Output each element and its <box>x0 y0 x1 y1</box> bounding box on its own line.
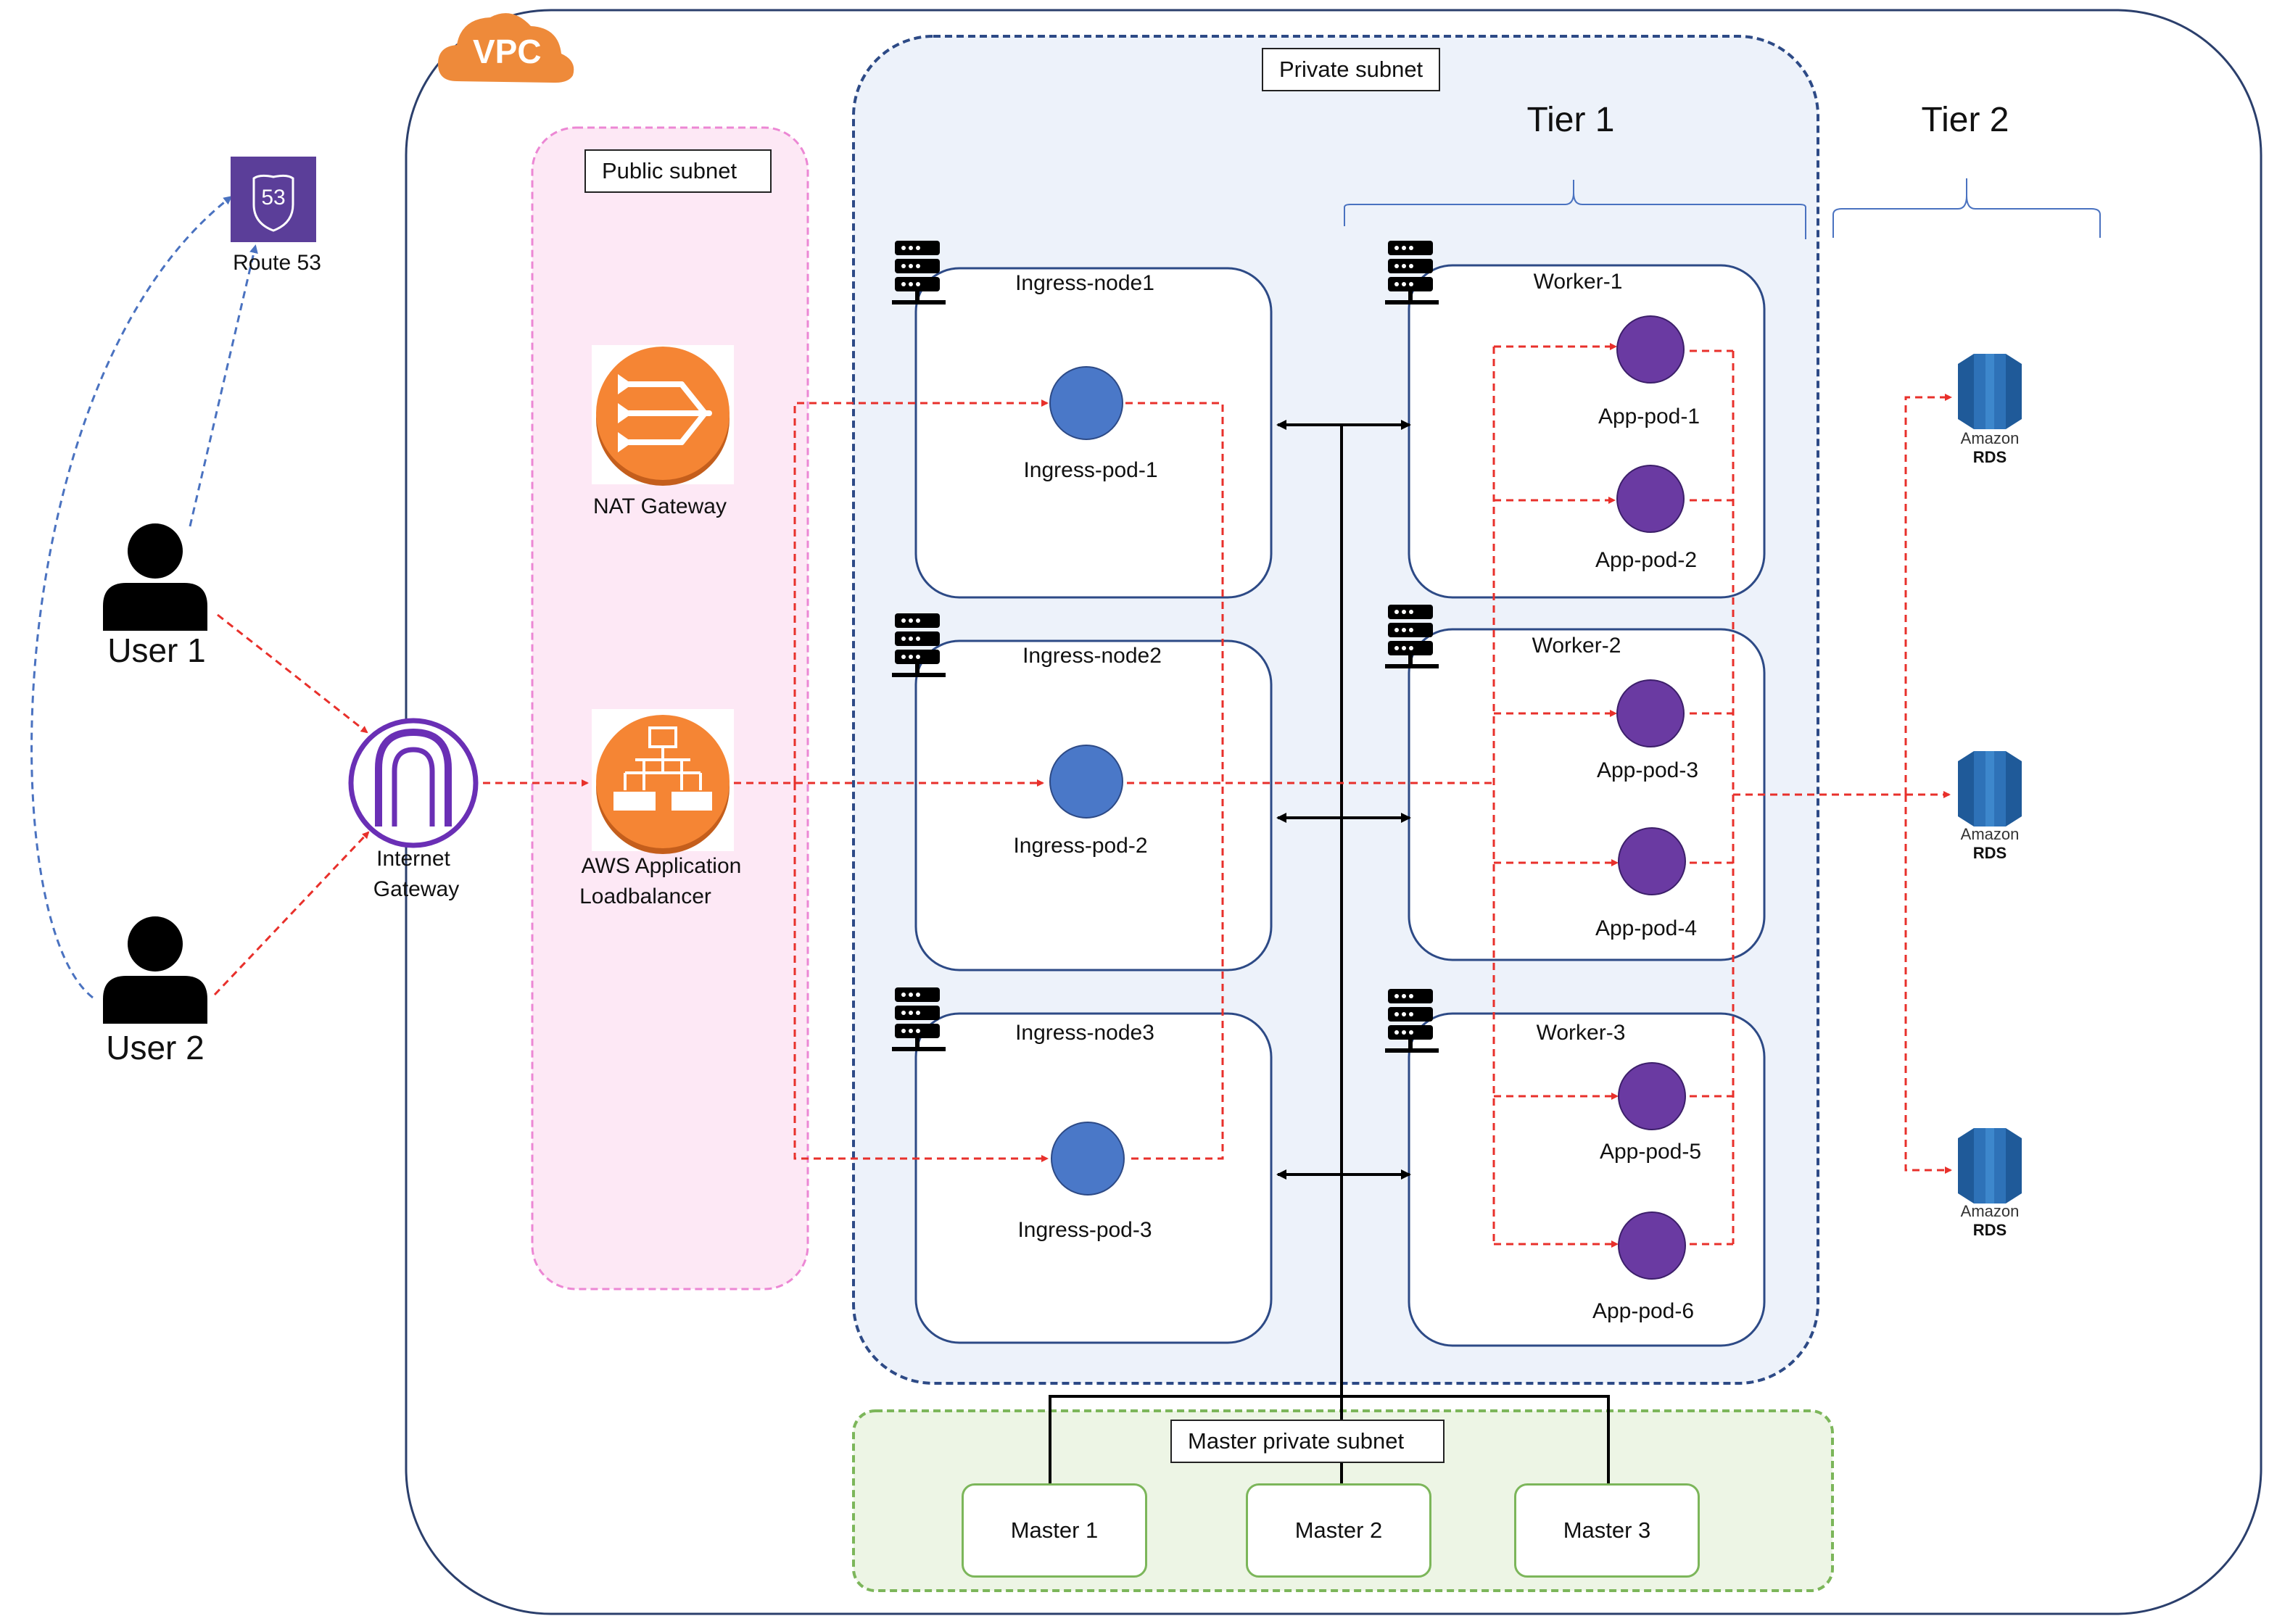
tier2-label: Tier 2 <box>1921 101 2009 139</box>
ingress-node3-label: Ingress-node3 <box>1015 1021 1154 1045</box>
internet-gateway-label-line1: Internet <box>376 847 450 871</box>
rds-1-label: Amazon RDS <box>1961 429 2020 467</box>
rds-2-icon <box>1958 751 2022 826</box>
private-subnet-label: Private subnet <box>1262 48 1441 91</box>
vpc-label: VPC <box>473 33 542 70</box>
app-pod-2-label: App-pod-2 <box>1595 548 1698 572</box>
worker1-label: Worker-1 <box>1533 270 1623 294</box>
route53-icon <box>231 157 316 242</box>
app-pod-4-label: App-pod-4 <box>1595 916 1698 940</box>
worker2-label: Worker-2 <box>1532 634 1621 658</box>
internet-gateway-icon <box>348 718 479 848</box>
rds-2-label: Amazon RDS <box>1961 825 2020 863</box>
vpc-cloud-icon <box>438 13 574 83</box>
user1-icon <box>103 523 207 631</box>
control-plane-links <box>1049 420 1610 1486</box>
worker1-box <box>1408 264 1766 599</box>
ingress-pod-3-label: Ingress-pod-3 <box>1017 1218 1152 1242</box>
ingress-pod-1-label: Ingress-pod-1 <box>1023 458 1158 482</box>
app-pod-3-circle <box>1616 679 1685 747</box>
user1-label: User 1 <box>107 631 206 669</box>
app-pod-3-label: App-pod-3 <box>1596 758 1699 782</box>
rds-3-label-line2: RDS <box>1972 1221 2007 1239</box>
app-pod-4-circle <box>1618 827 1686 895</box>
rds-3-label-line1: Amazon <box>1960 1202 2020 1220</box>
ingress-pod-1-circle <box>1049 366 1123 440</box>
app-pod-1-label: App-pod-1 <box>1598 405 1700 428</box>
nat-gateway-icon <box>592 345 734 486</box>
rds-3-label: Amazon RDS <box>1961 1202 2020 1240</box>
rds-3-icon <box>1958 1128 2022 1204</box>
route53-label: Route 53 <box>233 251 321 275</box>
nat-gateway-label: NAT Gateway <box>593 494 727 518</box>
route53-badge: 53 <box>261 186 286 210</box>
public-subnet-area <box>531 126 809 1290</box>
worker3-box <box>1408 1012 1766 1347</box>
master-subnet-label: Master private subnet <box>1170 1420 1445 1463</box>
master-2-box: Master 2 <box>1246 1483 1431 1578</box>
tier1-brace <box>1344 180 1806 239</box>
ingress-node2-label: Ingress-node2 <box>1022 644 1162 668</box>
dns-lookup-paths <box>30 196 258 999</box>
user2-label: User 2 <box>106 1029 204 1066</box>
app-pod-6-label: App-pod-6 <box>1592 1299 1695 1323</box>
rds-1-icon <box>1958 354 2022 429</box>
ingress-node1-label: Ingress-node1 <box>1015 271 1154 295</box>
alb-label-line1: AWS Application <box>581 854 742 878</box>
internet-gateway-label-line2: Gateway <box>373 877 460 901</box>
tier1-label: Tier 1 <box>1526 101 1615 139</box>
app-pod-5-label: App-pod-5 <box>1599 1140 1702 1164</box>
user2-icon <box>103 916 207 1024</box>
master-1-box: Master 1 <box>962 1483 1147 1578</box>
rds-1-label-line2: RDS <box>1972 448 2007 466</box>
rds-1-label-line1: Amazon <box>1960 429 2020 447</box>
app-pod-6-circle <box>1618 1211 1686 1280</box>
alb-label-line2: Loadbalancer <box>579 884 711 908</box>
app-pod-1-circle <box>1616 315 1685 384</box>
master-3-box: Master 3 <box>1514 1483 1700 1578</box>
rds-2-label-line2: RDS <box>1972 844 2007 862</box>
ingress-pod-2-circle <box>1049 745 1123 819</box>
tier2-brace <box>1832 178 2101 238</box>
alb-icon <box>592 709 734 854</box>
ingress-pod-3-circle <box>1051 1122 1125 1196</box>
app-pod-2-circle <box>1616 465 1685 533</box>
worker2-box <box>1408 628 1766 961</box>
traffic-paths <box>213 343 1952 1248</box>
ingress-pod-2-label: Ingress-pod-2 <box>1013 834 1148 858</box>
worker3-label: Worker-3 <box>1536 1021 1626 1045</box>
public-subnet-label: Public subnet <box>584 149 772 193</box>
rds-2-label-line1: Amazon <box>1960 825 2020 843</box>
app-pod-5-circle <box>1618 1062 1686 1130</box>
